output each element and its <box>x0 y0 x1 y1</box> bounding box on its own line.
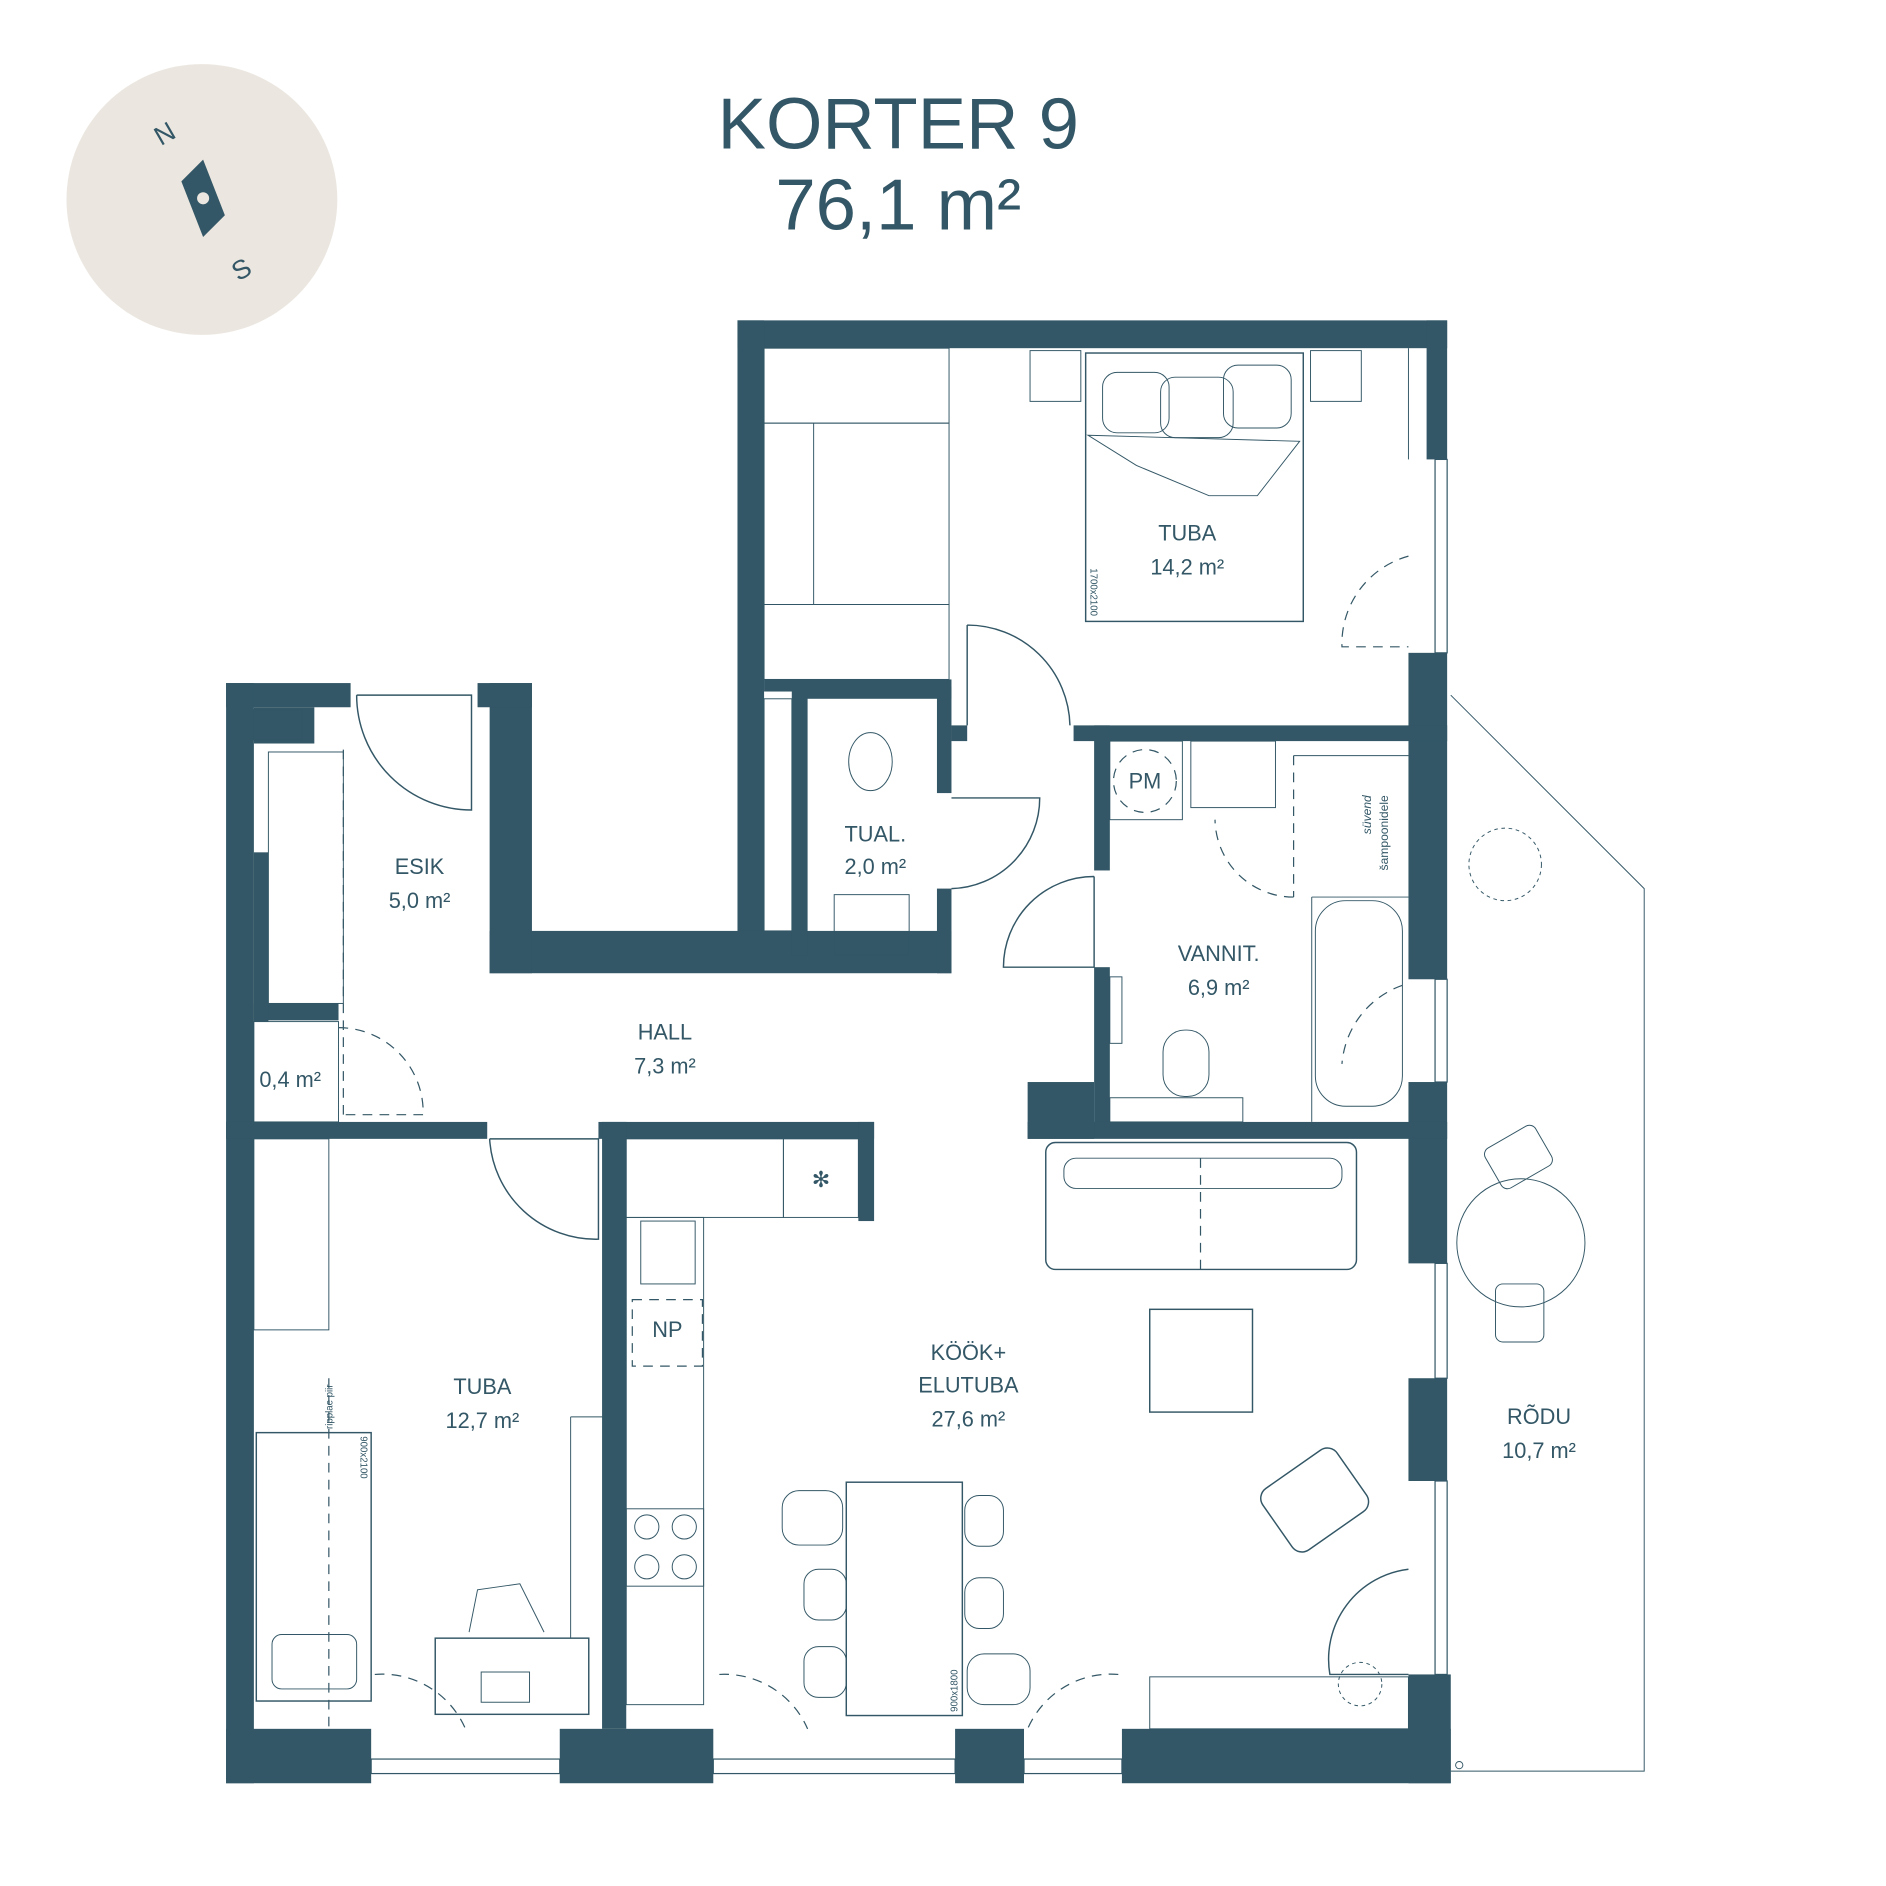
svg-text:ESIK: ESIK <box>395 854 445 879</box>
room-kitchen-living: KÖÖK+ ELUTUBA 27,6 m² <box>918 1340 1019 1431</box>
dining-table <box>845 1481 964 1717</box>
svg-text:10,7 m²: 10,7 m² <box>1502 1438 1576 1463</box>
freezer-icon: ✻ <box>812 1167 830 1192</box>
double-bed <box>1084 352 1304 623</box>
furniture: ✻ <box>253 347 1586 1730</box>
room-hall: HALL 7,3 m² <box>634 1020 696 1079</box>
windows <box>370 458 1448 1775</box>
coffee-table <box>1149 1308 1254 1413</box>
np-label: NP <box>652 1317 682 1342</box>
room-balcony: RÕDU 10,7 m² <box>1502 1404 1576 1463</box>
pm-label: PM <box>1129 768 1162 793</box>
svg-text:KÖÖK+: KÖÖK+ <box>931 1340 1007 1365</box>
room-bathroom: VANNIT. 6,9 m² <box>1178 941 1260 1000</box>
niche-note-1: süvend <box>1360 794 1374 834</box>
svg-text:TUBA: TUBA <box>1158 520 1217 545</box>
compass: N S <box>66 64 338 335</box>
apartment-title: KORTER 9 <box>718 84 1079 165</box>
niche-note-2: šampoonidele <box>1377 795 1391 870</box>
svg-text:HALL: HALL <box>638 1020 692 1045</box>
apartment-area: 76,1 m² <box>775 165 1021 246</box>
svg-text:5,0 m²: 5,0 m² <box>389 888 451 913</box>
svg-text:RÕDU: RÕDU <box>1507 1404 1571 1429</box>
doors <box>338 555 1409 1730</box>
desk <box>434 1637 590 1716</box>
bed2-size: 900x2100 <box>357 1436 368 1478</box>
svg-text:TUAL.: TUAL. <box>844 821 906 846</box>
balcony-outline <box>1450 694 1645 1772</box>
room-bedroom-2: TUBA 12,7 m² <box>446 1374 520 1433</box>
balcony-table <box>1456 1178 1586 1308</box>
bed1-size: 1700x2100 <box>1087 568 1098 616</box>
svg-text:VANNIT.: VANNIT. <box>1178 941 1260 966</box>
svg-text:2,0 m²: 2,0 m² <box>844 854 906 879</box>
room-bedroom-1: TUBA 14,2 m² <box>1150 520 1224 579</box>
svg-text:27,6 m²: 27,6 m² <box>932 1407 1006 1432</box>
single-bed <box>255 1431 372 1702</box>
svg-text:12,7 m²: 12,7 m² <box>446 1408 520 1433</box>
svg-text:6,9 m²: 6,9 m² <box>1188 975 1250 1000</box>
walls <box>226 320 1451 1784</box>
ceiling-note: ripplae piir <box>324 1384 335 1429</box>
room-entrance: ESIK 5,0 m² <box>389 854 451 913</box>
svg-text:ELUTUBA: ELUTUBA <box>918 1373 1019 1398</box>
room-closet: 0,4 m² <box>259 1067 321 1092</box>
table-size: 900x1800 <box>950 1669 961 1711</box>
svg-text:TUBA: TUBA <box>453 1374 512 1399</box>
svg-text:0,4 m²: 0,4 m² <box>259 1067 321 1092</box>
svg-text:7,3 m²: 7,3 m² <box>634 1054 696 1079</box>
room-toilet: TUAL. 2,0 m² <box>844 821 906 879</box>
plant-icon <box>1468 827 1542 902</box>
svg-text:14,2 m²: 14,2 m² <box>1150 554 1224 579</box>
